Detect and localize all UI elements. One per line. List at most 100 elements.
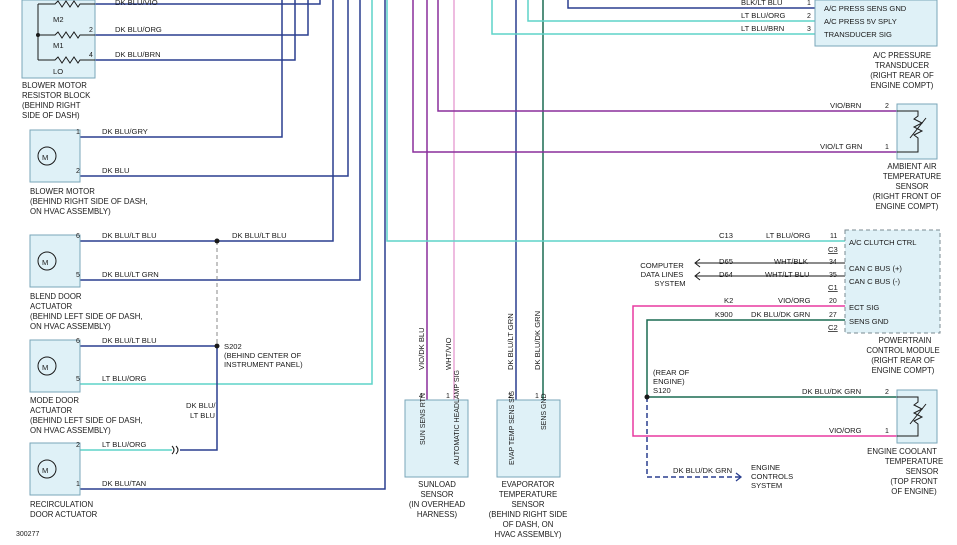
pin-number: 2 <box>89 27 93 34</box>
svg-text:CAN C BUS (-): CAN C BUS (-) <box>849 277 901 286</box>
svg-text:A/C PRESS SENS GND: A/C PRESS SENS GND <box>824 4 907 13</box>
splice-dot-blend <box>214 238 220 244</box>
svg-text:2: 2 <box>885 103 889 110</box>
pin-number: 4 <box>89 52 93 59</box>
motor-m-icon: M <box>42 258 48 267</box>
svg-text:DK BLU: DK BLU <box>102 166 129 175</box>
svg-text:DATA LINES: DATA LINES <box>641 270 684 279</box>
evap-title: EVAPORATOR TEMPERATURE SENSOR (BEHIND RI… <box>489 480 568 539</box>
svg-text:AMBIENT AIR: AMBIENT AIR <box>887 162 937 171</box>
svg-text:LT BLU/ORG: LT BLU/ORG <box>102 440 147 449</box>
svg-text:2: 2 <box>807 13 811 20</box>
resistor-label-lo: LO <box>53 67 63 76</box>
svg-text:2: 2 <box>76 442 80 449</box>
svg-text:INSTRUMENT PANEL): INSTRUMENT PANEL) <box>224 360 303 369</box>
svg-text:ECT SIG: ECT SIG <box>849 303 879 312</box>
svg-text:K2: K2 <box>724 296 733 305</box>
svg-text:C3: C3 <box>828 245 838 254</box>
wire-dk-blu-org <box>95 0 309 36</box>
svg-text:EVAPORATOR: EVAPORATOR <box>502 480 555 489</box>
svg-text:CONTROLS: CONTROLS <box>751 472 793 481</box>
data-lines-arrow-icon <box>694 258 701 281</box>
ac-pressure-box <box>814 0 938 47</box>
sunload-sensor-box <box>404 399 469 478</box>
svg-text:DK BLU/LT BLU: DK BLU/LT BLU <box>102 231 157 240</box>
svg-text:TEMPERATURE: TEMPERATURE <box>885 457 943 466</box>
svg-text:D65: D65 <box>719 257 733 266</box>
svg-text:SENSOR: SENSOR <box>896 182 929 191</box>
svg-text:(RIGHT REAR OF: (RIGHT REAR OF <box>870 71 934 80</box>
svg-text:VIO/BRN: VIO/BRN <box>830 101 861 110</box>
svg-text:C13: C13 <box>719 231 733 240</box>
svg-text:HVAC ASSEMBLY): HVAC ASSEMBLY) <box>495 530 562 539</box>
svg-text:ON HVAC ASSEMBLY): ON HVAC ASSEMBLY) <box>30 322 111 331</box>
svg-text:TRANSDUCER SIG: TRANSDUCER SIG <box>824 30 892 39</box>
svg-text:DK BLU/GRY: DK BLU/GRY <box>102 127 148 136</box>
wire-dk-blu <box>80 0 349 177</box>
svg-text:6: 6 <box>76 338 80 345</box>
blower-motor-title: BLOWER MOTOR (BEHIND RIGHT SIDE OF DASH,… <box>30 187 148 216</box>
svg-text:2: 2 <box>508 393 512 400</box>
node-dot <box>36 33 40 37</box>
thermistor-icon <box>897 396 927 437</box>
svg-text:HARNESS): HARNESS) <box>417 510 458 519</box>
svg-text:SENSOR: SENSOR <box>512 500 545 509</box>
svg-text:1: 1 <box>807 0 811 7</box>
blower-motor-component: M <box>29 129 81 183</box>
ambient-title: AMBIENT AIR TEMPERATURE SENSOR (RIGHT FR… <box>873 162 942 211</box>
svg-text:LT BLU/BRN: LT BLU/BRN <box>741 24 784 33</box>
svg-text:BLEND DOOR: BLEND DOOR <box>30 292 82 301</box>
pcm-title: POWERTRAIN CONTROL MODULE (RIGHT REAR OF… <box>866 336 939 375</box>
coolant-wires: (REAR OF ENGINE) S120 DK BLU/DK GRN 2 VI… <box>653 368 889 475</box>
svg-text:DK BLU/DK GRN: DK BLU/DK GRN <box>673 466 732 475</box>
svg-text:DK BLU/: DK BLU/ <box>186 401 216 410</box>
svg-text:WHT/BLK: WHT/BLK <box>774 257 808 266</box>
svg-text:TEMPERATURE: TEMPERATURE <box>883 172 941 181</box>
svg-text:LT BLU: LT BLU <box>190 411 215 420</box>
wire-dk-blu-gry <box>80 0 283 138</box>
thermistor-icon <box>897 110 927 153</box>
blend-door-wires: 6 DK BLU/LT BLU DK BLU/LT BLU 5 DK BLU/L… <box>76 231 287 279</box>
resistor-block-box <box>21 0 96 79</box>
svg-text:ACTUATOR: ACTUATOR <box>30 406 73 415</box>
svg-text:TEMPERATURE: TEMPERATURE <box>499 490 557 499</box>
svg-text:11: 11 <box>830 233 837 240</box>
svg-text:ON HVAC ASSEMBLY): ON HVAC ASSEMBLY) <box>30 426 111 435</box>
svg-text:2: 2 <box>885 389 889 396</box>
wire-label: DK BLU/BRN <box>115 50 161 59</box>
motor-m-icon: M <box>42 363 48 372</box>
wire-blend-dk-blu-lt-blu <box>80 0 334 242</box>
svg-text:C2: C2 <box>828 323 838 332</box>
svg-text:SENS GND: SENS GND <box>541 393 548 430</box>
svg-text:2: 2 <box>76 168 80 175</box>
wire-vio-lt-grn <box>412 0 897 153</box>
svg-text:K900: K900 <box>715 310 733 319</box>
svg-text:(BEHIND RIGHT: (BEHIND RIGHT <box>22 101 81 110</box>
resistor-symbols-icon <box>37 0 95 64</box>
svg-text:1: 1 <box>446 393 450 400</box>
svg-text:ENGINE COOLANT: ENGINE COOLANT <box>867 447 937 456</box>
splice-dot-s120 <box>644 394 650 400</box>
svg-text:BLK/LT BLU: BLK/LT BLU <box>741 0 783 7</box>
svg-text:DK BLU/DK GRN: DK BLU/DK GRN <box>751 310 810 319</box>
svg-text:ON HVAC ASSEMBLY): ON HVAC ASSEMBLY) <box>30 207 111 216</box>
wire-lt-blu-brn <box>491 0 815 35</box>
svg-text:A/C CLUTCH CTRL: A/C CLUTCH CTRL <box>849 238 917 247</box>
svg-text:DK BLU/LT BLU: DK BLU/LT BLU <box>102 336 157 345</box>
mode-door-component: M <box>29 339 81 393</box>
wire-k900 <box>646 319 897 398</box>
splice-dot-s202 <box>214 343 220 349</box>
svg-text:DK BLU/DK GRN: DK BLU/DK GRN <box>802 387 861 396</box>
svg-text:1: 1 <box>76 129 80 136</box>
svg-text:A/C PRESS 5V SPLY: A/C PRESS 5V SPLY <box>824 17 897 26</box>
blower-motor-wires: 1 DK BLU/GRY 2 DK BLU <box>76 127 148 175</box>
svg-text:(BEHIND CENTER OF: (BEHIND CENTER OF <box>224 351 302 360</box>
svg-text:4: 4 <box>419 393 423 400</box>
evap-wires: DK BLU/LT GRN DK BLU/DK GRN 2 1 EVAP TEM… <box>506 311 548 465</box>
svg-text:35: 35 <box>829 272 837 279</box>
svg-text:SYSTEM: SYSTEM <box>654 279 685 288</box>
svg-text:ACTUATOR: ACTUATOR <box>30 302 73 311</box>
wire-dk-blu-vio <box>95 0 321 5</box>
svg-text:DK BLU/LT GRN: DK BLU/LT GRN <box>506 313 515 370</box>
